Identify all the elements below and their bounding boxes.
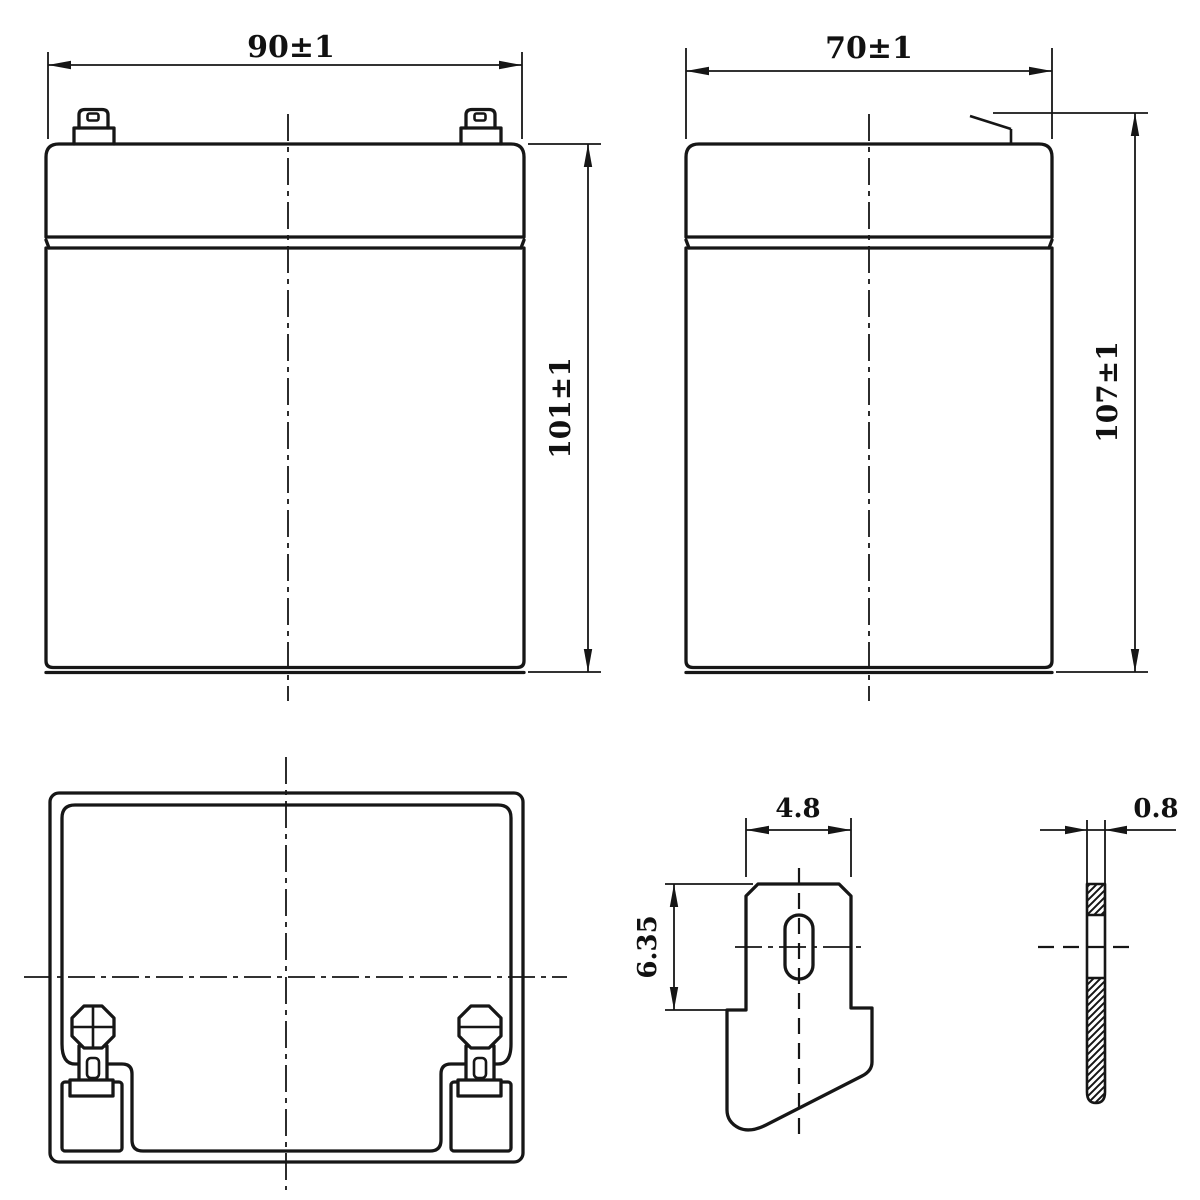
lid-outline [684,142,1054,239]
side-width-label: 70±1 [825,31,913,66]
terminal-side-detail: 0.8 [1038,794,1179,1105]
terminal-thickness-label: 0.8 [1133,794,1178,824]
arrowhead-right [499,60,522,70]
arrowhead-down [583,649,593,672]
blade-section-lines [1087,913,1105,980]
front-view: 90±1 101±1 [44,30,601,701]
bottom-view [24,757,567,1190]
terminal-stem [464,1044,496,1084]
side-height-label: 107±1 [1091,341,1124,442]
bottom-terminal-left [68,1004,116,1098]
arrowhead-down [1130,649,1140,672]
arrowhead-up [1130,113,1140,136]
front-battery-outline [44,142,526,675]
side-view: 70±1 107±1 [684,31,1148,701]
arrowhead-inward-left [1065,825,1087,835]
arrowhead-right [1029,66,1052,76]
terminal-width-dimension: 4.8 [745,794,852,877]
arrowhead-left [686,66,709,76]
terminal-stem [77,1044,109,1084]
terminal-cap [464,107,497,130]
terminal-thickness-dimension: 0.8 [1040,794,1179,884]
terminal-slot [472,1056,488,1080]
terminal-cap [77,107,110,130]
arrowhead-right [828,825,851,835]
blade-outline [1085,882,1107,1105]
front-width-label: 90±1 [247,30,335,65]
lid-joint-chamfers [44,238,526,250]
hatch-upper [1087,884,1105,915]
side-width-dimension: 70±1 [685,31,1053,139]
front-terminal-left [72,107,116,146]
arrowhead-up [583,144,593,167]
front-height-dimension: 101±1 [528,143,601,673]
arrowhead-left [746,825,769,835]
terminal-slot [85,1056,101,1080]
hatch-lower [1087,978,1105,1103]
terminal-base [68,1078,115,1098]
lid-joint-chamfers [684,238,1054,250]
case-outline [44,246,526,670]
arrowhead-up [669,884,679,907]
terminal-slot [86,112,100,122]
bottom-terminal-right [456,1004,503,1098]
arrowhead-inward-right [1105,825,1127,835]
terminal-base [456,1078,503,1098]
terminal-front-detail: 4.8 6.35 [633,794,874,1134]
terminal-height-dimension: 6.35 [633,883,753,1011]
terminal-blade-edge [969,114,1013,144]
front-height-label: 101±1 [544,357,577,458]
terminal-slot [473,112,487,122]
inner-outline [60,803,513,1153]
terminal-base [72,126,116,146]
lid-outline [44,142,526,239]
terminal-base [459,126,503,146]
terminal-width-label: 4.8 [775,794,820,824]
front-terminal-right [459,107,503,146]
terminal-head-cross [72,1006,114,1048]
front-width-dimension: 90±1 [47,30,523,139]
arrowhead-left [48,60,71,70]
terminal-height-label: 6.35 [633,915,663,978]
side-height-dimension: 107±1 [993,112,1148,673]
arrowhead-down [669,987,679,1010]
terminal-tab-outline [725,882,874,1132]
